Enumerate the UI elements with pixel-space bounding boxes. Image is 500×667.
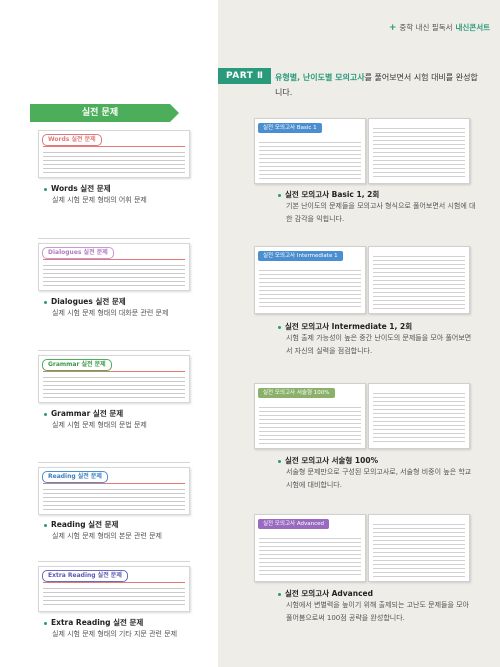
reading-desc: 실제 시험 문제 형태의 본문 관련 문제 <box>52 532 162 540</box>
advanced-title: 실전 모의고사 Advanced <box>278 588 373 599</box>
extra-reading-thumbnail: Extra Reading 실전 문제 <box>38 566 190 612</box>
part-description-rest: 를 풀어보면서 시험 대비를 완성합니다. <box>275 73 478 97</box>
descriptive-title: 실전 모의고사 서술형 100% <box>278 455 378 466</box>
grammar-title: Grammar 실전 문제 <box>44 408 123 419</box>
basic-title: 실전 모의고사 Basic 1, 2회 <box>278 189 379 200</box>
intermediate-thumbnail-page1: 실전 모의고사 Intermediate 1 <box>254 246 366 314</box>
basic-desc: 기본 난이도의 문제들을 모의고사 형식으로 풀어보면서 시험에 대한 감각을 … <box>286 202 476 223</box>
words-tag: Words 실전 문제 <box>42 134 102 146</box>
divider <box>38 350 190 351</box>
grammar-thumbnail: Grammar 실전 문제 <box>38 355 190 403</box>
divider <box>38 561 190 562</box>
part-description: 유형별, 난이도별 모의고사를 풀어보면서 시험 대비를 완성합니다. <box>275 70 480 100</box>
part-description-highlight: 유형별, 난이도별 모의고사 <box>275 73 365 82</box>
reading-thumbnail: Reading 실전 문제 <box>38 467 190 515</box>
extra-reading-desc: 실제 시험 문제 형태의 기타 지문 관련 문제 <box>52 630 178 638</box>
header-prefix: 중학 내신 필독서 <box>399 23 453 32</box>
header-brand: 내신콘서트 <box>455 23 491 32</box>
intermediate-title: 실전 모의고사 Intermediate 1, 2회 <box>278 321 412 332</box>
extra-reading-title: Extra Reading 실전 문제 <box>44 617 143 628</box>
reading-tag: Reading 실전 문제 <box>42 471 108 483</box>
reading-title: Reading 실전 문제 <box>44 519 118 530</box>
part-badge: PART Ⅱ <box>218 68 272 84</box>
intermediate-thumbnail-page2 <box>368 246 470 314</box>
dialogues-thumbnail: Dialogues 실전 문제 <box>38 243 190 291</box>
divider <box>38 462 190 463</box>
grammar-tag: Grammar 실전 문제 <box>42 359 112 371</box>
basic-thumbnail-page1: 실전 모의고사 Basic 1 <box>254 118 366 184</box>
advanced-thumbnail-page1: 실전 모의고사 Advanced <box>254 514 366 582</box>
words-title: Words 실전 문제 <box>44 183 111 194</box>
descriptive-tag: 실전 모의고사 서술형 100% <box>258 388 335 398</box>
dialogues-desc: 실제 시험 문제 형태의 대화문 관련 문제 <box>52 309 169 317</box>
grammar-desc: 실제 시험 문제 형태의 문법 문제 <box>52 421 147 429</box>
advanced-desc: 시험에서 변별력을 높이기 위해 출제되는 고난도 문제들을 모아 풀어봄으로써… <box>286 601 470 622</box>
divider <box>38 238 190 239</box>
descriptive-desc: 서술형 문제만으로 구성된 모의고사로, 서술형 비중이 높은 학교 시험에 대… <box>286 468 472 489</box>
advanced-thumbnail-page2 <box>368 514 470 582</box>
basic-tag: 실전 모의고사 Basic 1 <box>258 123 322 133</box>
dialogues-tag: Dialogues 실전 문제 <box>42 247 114 259</box>
section-banner: 실전 문제 <box>30 104 179 122</box>
advanced-tag: 실전 모의고사 Advanced <box>258 519 330 529</box>
descriptive-thumbnail-page1: 실전 모의고사 서술형 100% <box>254 383 366 449</box>
dialogues-title: Dialogues 실전 문제 <box>44 296 126 307</box>
words-thumbnail: Words 실전 문제 <box>38 130 190 178</box>
plus-icon: + <box>388 22 397 33</box>
extra-reading-tag: Extra Reading 실전 문제 <box>42 570 128 582</box>
basic-thumbnail-page2 <box>368 118 470 184</box>
section-banner-label: 실전 문제 <box>81 108 119 118</box>
intermediate-desc: 시험 출제 가능성이 높은 중간 난이도의 문제들을 모아 풀어보면서 자신의 … <box>286 334 472 355</box>
descriptive-thumbnail-page2 <box>368 383 470 449</box>
words-desc: 실제 시험 문제 형태의 어휘 문제 <box>52 196 147 204</box>
arrow-icon <box>170 104 179 122</box>
intermediate-tag: 실전 모의고사 Intermediate 1 <box>258 251 343 261</box>
page-header: + 중학 내신 필독서 내신콘서트 <box>389 22 490 33</box>
